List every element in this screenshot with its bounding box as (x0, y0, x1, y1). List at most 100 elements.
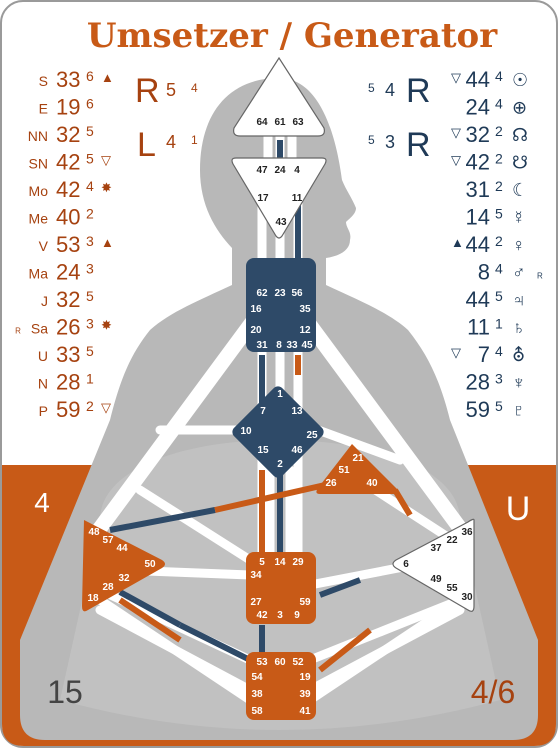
gate-number: 37 (430, 543, 442, 554)
planet-label: Sa (31, 321, 48, 337)
planet-gate: 42 (466, 150, 490, 175)
gate-number: 30 (461, 592, 473, 603)
gate-number: 35 (299, 304, 311, 315)
planet-gate: 11 (467, 315, 490, 340)
planet-gate: 44 (466, 232, 490, 257)
planet-line: 4 (495, 343, 503, 359)
chart-title: Umsetzer / Generator (87, 16, 498, 56)
planet-gate: 42 (56, 177, 80, 202)
gate-number: 54 (251, 672, 263, 683)
gate-number: 33 (286, 340, 298, 351)
planet-mark: ▽ (451, 70, 461, 85)
planet-line: 5 (86, 151, 94, 167)
planet-line: 5 (86, 288, 94, 304)
gate-number: 23 (274, 288, 286, 299)
planet-mark: ▲ (101, 235, 114, 250)
planet-symbol: ♃ (512, 290, 526, 310)
personality-planet-row: 44 5 ♃ (466, 287, 526, 312)
gate-number: 52 (292, 657, 304, 668)
gate-number: 56 (291, 288, 303, 299)
gate-number: 7 (260, 406, 266, 417)
planet-line: 5 (86, 123, 94, 139)
gate-number: 50 (144, 559, 156, 570)
planet-line: 2 (495, 233, 503, 249)
planet-symbol: ⛢ (512, 345, 525, 365)
gate-number: 41 (299, 706, 311, 717)
planet-symbol: ☊ (512, 125, 528, 145)
gate-number: 45 (301, 340, 313, 351)
gate-number: 20 (250, 325, 262, 336)
planet-gate: 28 (466, 370, 490, 395)
planet-gate: 44 (466, 287, 490, 312)
throat-gates: 62 23 56 16 35 20 12 31 8 33 45 (250, 288, 313, 351)
gate-number: 25 (306, 430, 318, 441)
planet-gate: 14 (466, 205, 490, 230)
gate-number: 8 (276, 340, 282, 351)
planet-line: 5 (495, 288, 503, 304)
planet-gate: 32 (466, 122, 490, 147)
gate-number: 55 (446, 583, 458, 594)
planet-gate: 8 (478, 260, 490, 285)
planet-gate: 32 (56, 122, 80, 147)
planet-gate: 33 (56, 342, 80, 367)
gate-number: 17 (257, 193, 269, 204)
planet-label: E (39, 101, 48, 117)
planet-symbol: ♀ (512, 235, 526, 255)
gate-number: 10 (240, 426, 252, 437)
gate-number: 36 (461, 527, 473, 538)
planet-gate: 31 (466, 177, 490, 202)
gate-number: 64 (256, 117, 268, 128)
planet-symbol: ☾ (512, 180, 528, 200)
gate-number: 18 (87, 593, 99, 604)
planet-line: 2 (495, 123, 503, 139)
variable-color: 4 (385, 80, 395, 100)
planet-label: J (41, 293, 48, 309)
planet-label: Me (29, 211, 49, 227)
gate-number: 31 (256, 340, 268, 351)
planet-gate: 42 (56, 150, 80, 175)
planet-mark: ✸ (101, 318, 112, 333)
variable-tone: 5 (368, 81, 375, 95)
planet-symbol: ⊕ (512, 98, 527, 118)
planet-label: NN (28, 128, 48, 144)
gate-number: 6 (403, 559, 409, 570)
planet-mark: ✸ (101, 180, 112, 195)
gate-number: 1 (277, 389, 283, 400)
retrograde-mark: R (537, 272, 543, 281)
planet-symbol: ♂ (512, 263, 526, 283)
spleen-center (82, 520, 165, 612)
planet-gate: 26 (56, 315, 80, 340)
planet-line: 5 (495, 398, 503, 414)
planet-symbol: ☉ (512, 70, 528, 90)
planet-label: S (39, 73, 48, 89)
gate-numbers: 64 61 63 47 24 4 17 11 43 62 23 56 16 35… (87, 117, 473, 717)
planet-symbol: ♆ (512, 373, 526, 393)
variable-letter: L (137, 126, 156, 164)
variable-color: 5 (166, 80, 176, 100)
throat-center (246, 258, 316, 352)
active-channels (109, 140, 413, 673)
planet-gate: 19 (56, 95, 80, 120)
variables-right: 5 4 R 5 3 R (368, 72, 431, 164)
planet-line: 3 (495, 371, 503, 387)
gate-number: 2 (277, 459, 283, 470)
planet-line: 4 (495, 261, 503, 277)
planet-label: SN (29, 156, 48, 172)
gate-number: 19 (299, 672, 311, 683)
gate-number: 38 (251, 689, 263, 700)
